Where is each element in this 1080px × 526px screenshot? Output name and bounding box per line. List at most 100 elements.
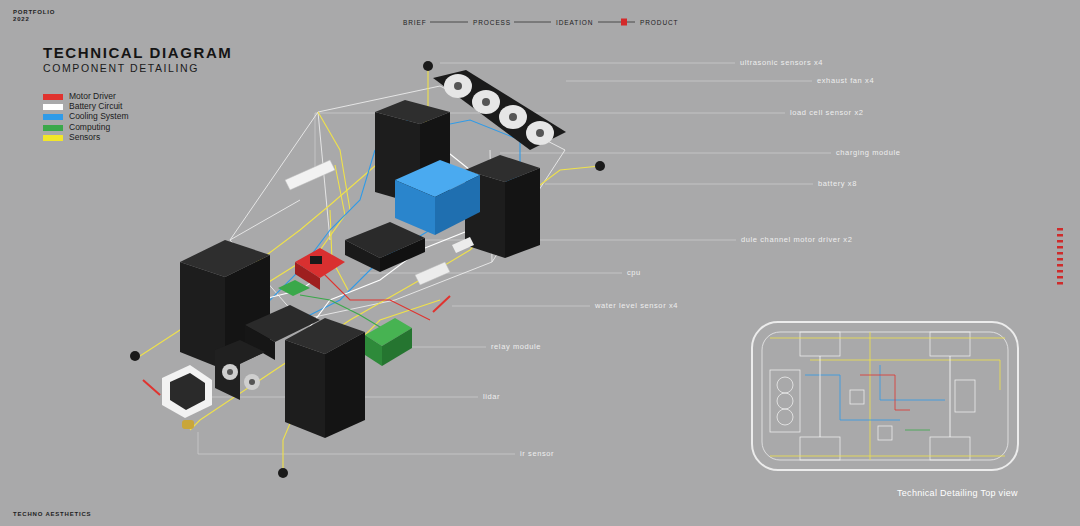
top-view (762, 332, 1008, 460)
sensor-part (182, 420, 194, 429)
sensor-part (162, 365, 212, 418)
callout-label: water level sensor x4 (595, 302, 678, 310)
motor-driver (380, 238, 425, 272)
legend-text: Motor Driver (69, 92, 116, 101)
page-indicator (1057, 240, 1063, 243)
callout-label: battery x8 (818, 180, 857, 188)
top-view (770, 456, 1005, 457)
diagram-subtitle: COMPONENT DETAILING (43, 63, 199, 75)
nav-step: PRODUCT (640, 19, 678, 26)
exhaust-fan (482, 98, 490, 106)
nav-rule (621, 19, 627, 26)
wiring (190, 166, 600, 430)
cpu-board (227, 369, 233, 375)
top-view (860, 375, 910, 410)
wiring (318, 112, 350, 210)
exhaust-fan (472, 90, 500, 114)
cpu-board (278, 280, 310, 296)
leader-line (410, 347, 486, 348)
sensor-part (143, 380, 160, 395)
wiring (140, 70, 600, 470)
leader-line (500, 153, 831, 154)
top-view (770, 370, 800, 432)
page-indicator (1057, 258, 1063, 261)
exhaust-fan (536, 129, 544, 137)
top-view (905, 430, 930, 431)
footer-tag: TECHNO AESTHETICS (13, 511, 91, 518)
legend-swatch (43, 114, 63, 120)
cpu-board (244, 374, 260, 390)
chassis-frame (230, 86, 565, 320)
callout-label: ultrasonic sensors x4 (740, 59, 823, 67)
top-view (880, 365, 945, 400)
leader-line (440, 63, 735, 64)
nav-rule (514, 22, 551, 23)
top-view (752, 322, 1018, 470)
leader-line (452, 306, 590, 307)
page-indicator (1057, 228, 1063, 231)
callout-label: relay module (491, 343, 541, 351)
top-view (800, 437, 840, 460)
top-view (777, 393, 793, 409)
callout-label: charging module (836, 149, 900, 157)
sensor-part (433, 296, 450, 312)
cpu-board (249, 379, 255, 385)
exhaust-fan (526, 121, 554, 145)
motor-driver (295, 222, 425, 290)
legend-text: Sensors (69, 133, 100, 142)
battery-block (505, 168, 540, 258)
page-indicator (1057, 228, 1063, 285)
relay-module (365, 335, 382, 366)
diagram-title: TECHNICAL DIAGRAM (43, 45, 232, 62)
page-indicator (1057, 264, 1063, 267)
coolant-tank (395, 160, 480, 235)
page-indicator (1057, 234, 1063, 237)
callout-label: ir sensor (520, 450, 554, 458)
top-view (820, 356, 821, 437)
top-view (752, 322, 1018, 470)
legend-text: Battery Circuit (69, 102, 122, 111)
top-view (870, 332, 871, 460)
battery-block (180, 100, 540, 438)
legend-swatch (43, 125, 63, 131)
nav-step: IDEATION (556, 19, 593, 26)
cpu-board (215, 340, 265, 400)
leader-line (198, 432, 515, 454)
callout-label: load cell sensor x2 (790, 109, 864, 117)
exhaust-fan (433, 70, 566, 150)
exhaust-fan (454, 82, 462, 90)
chassis-frame (230, 86, 565, 320)
exhaust-fan (433, 70, 566, 150)
cpu-board (215, 280, 320, 400)
sensor-part (285, 160, 335, 190)
nav-step: PROCESS (473, 19, 511, 26)
top-view (878, 426, 892, 440)
callout-label: exhaust fan x4 (817, 77, 874, 85)
leader-line (198, 63, 831, 454)
exhaust-fan (444, 74, 472, 98)
battery-block (285, 340, 325, 438)
exhaust-fan (509, 113, 517, 121)
leader-line (360, 273, 622, 274)
top-view (805, 375, 900, 420)
wiring (300, 150, 500, 340)
chassis-frame (230, 200, 300, 240)
top-view (850, 390, 864, 404)
top-view (777, 409, 793, 425)
nav-rule (430, 22, 468, 23)
sensor-part (130, 351, 140, 361)
sensor-part (452, 237, 474, 253)
callout-label: cpu (627, 269, 641, 277)
page-indicator (1057, 282, 1063, 285)
legend-swatch (43, 135, 63, 141)
legend-swatch (43, 94, 63, 100)
sensor-part (170, 373, 205, 410)
relay-module (382, 328, 412, 366)
page-indicator (1057, 276, 1063, 279)
callout-label: dule channel motor driver x2 (741, 236, 852, 244)
wiring (320, 270, 430, 320)
sensor-part (278, 468, 288, 478)
page-indicator (1057, 270, 1063, 273)
leader-line (545, 184, 813, 185)
